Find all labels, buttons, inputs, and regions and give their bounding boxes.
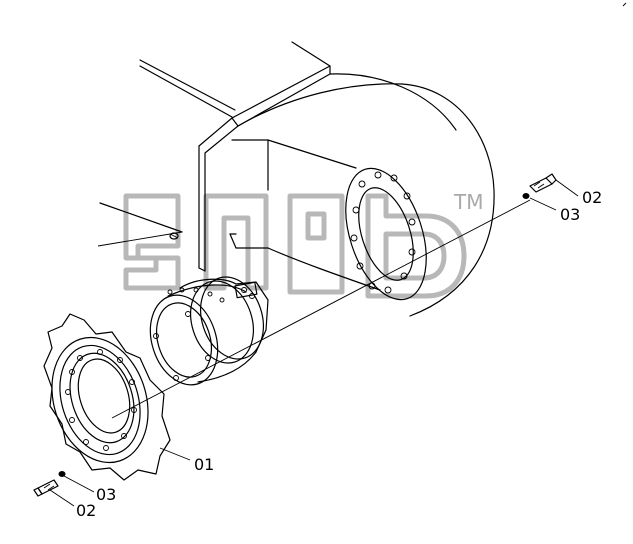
watermark-trademark: TM (453, 190, 483, 214)
frame-reference-line (97, 231, 183, 247)
watermark-logo: TM (123, 190, 483, 299)
callout-sprocket: 01 (194, 455, 214, 474)
bolt-bottom (33, 479, 59, 497)
washer-top (522, 193, 530, 199)
travel-motor (149, 276, 269, 386)
assembly-axis-line (111, 199, 531, 419)
leader-lines (49, 179, 579, 507)
sprocket (43, 313, 171, 481)
housing-bolt-holes (350, 171, 416, 294)
corner-mark (622, 2, 627, 7)
callout-bolt-bottom: 02 (76, 501, 96, 520)
track-frame-housing (99, 41, 495, 317)
bolt-top (529, 173, 557, 193)
washer-bottom (58, 471, 66, 477)
callout-washer-bottom: 03 (96, 485, 116, 504)
callout-washer-top: 03 (560, 205, 580, 224)
callout-bolt-top: 02 (582, 188, 602, 207)
